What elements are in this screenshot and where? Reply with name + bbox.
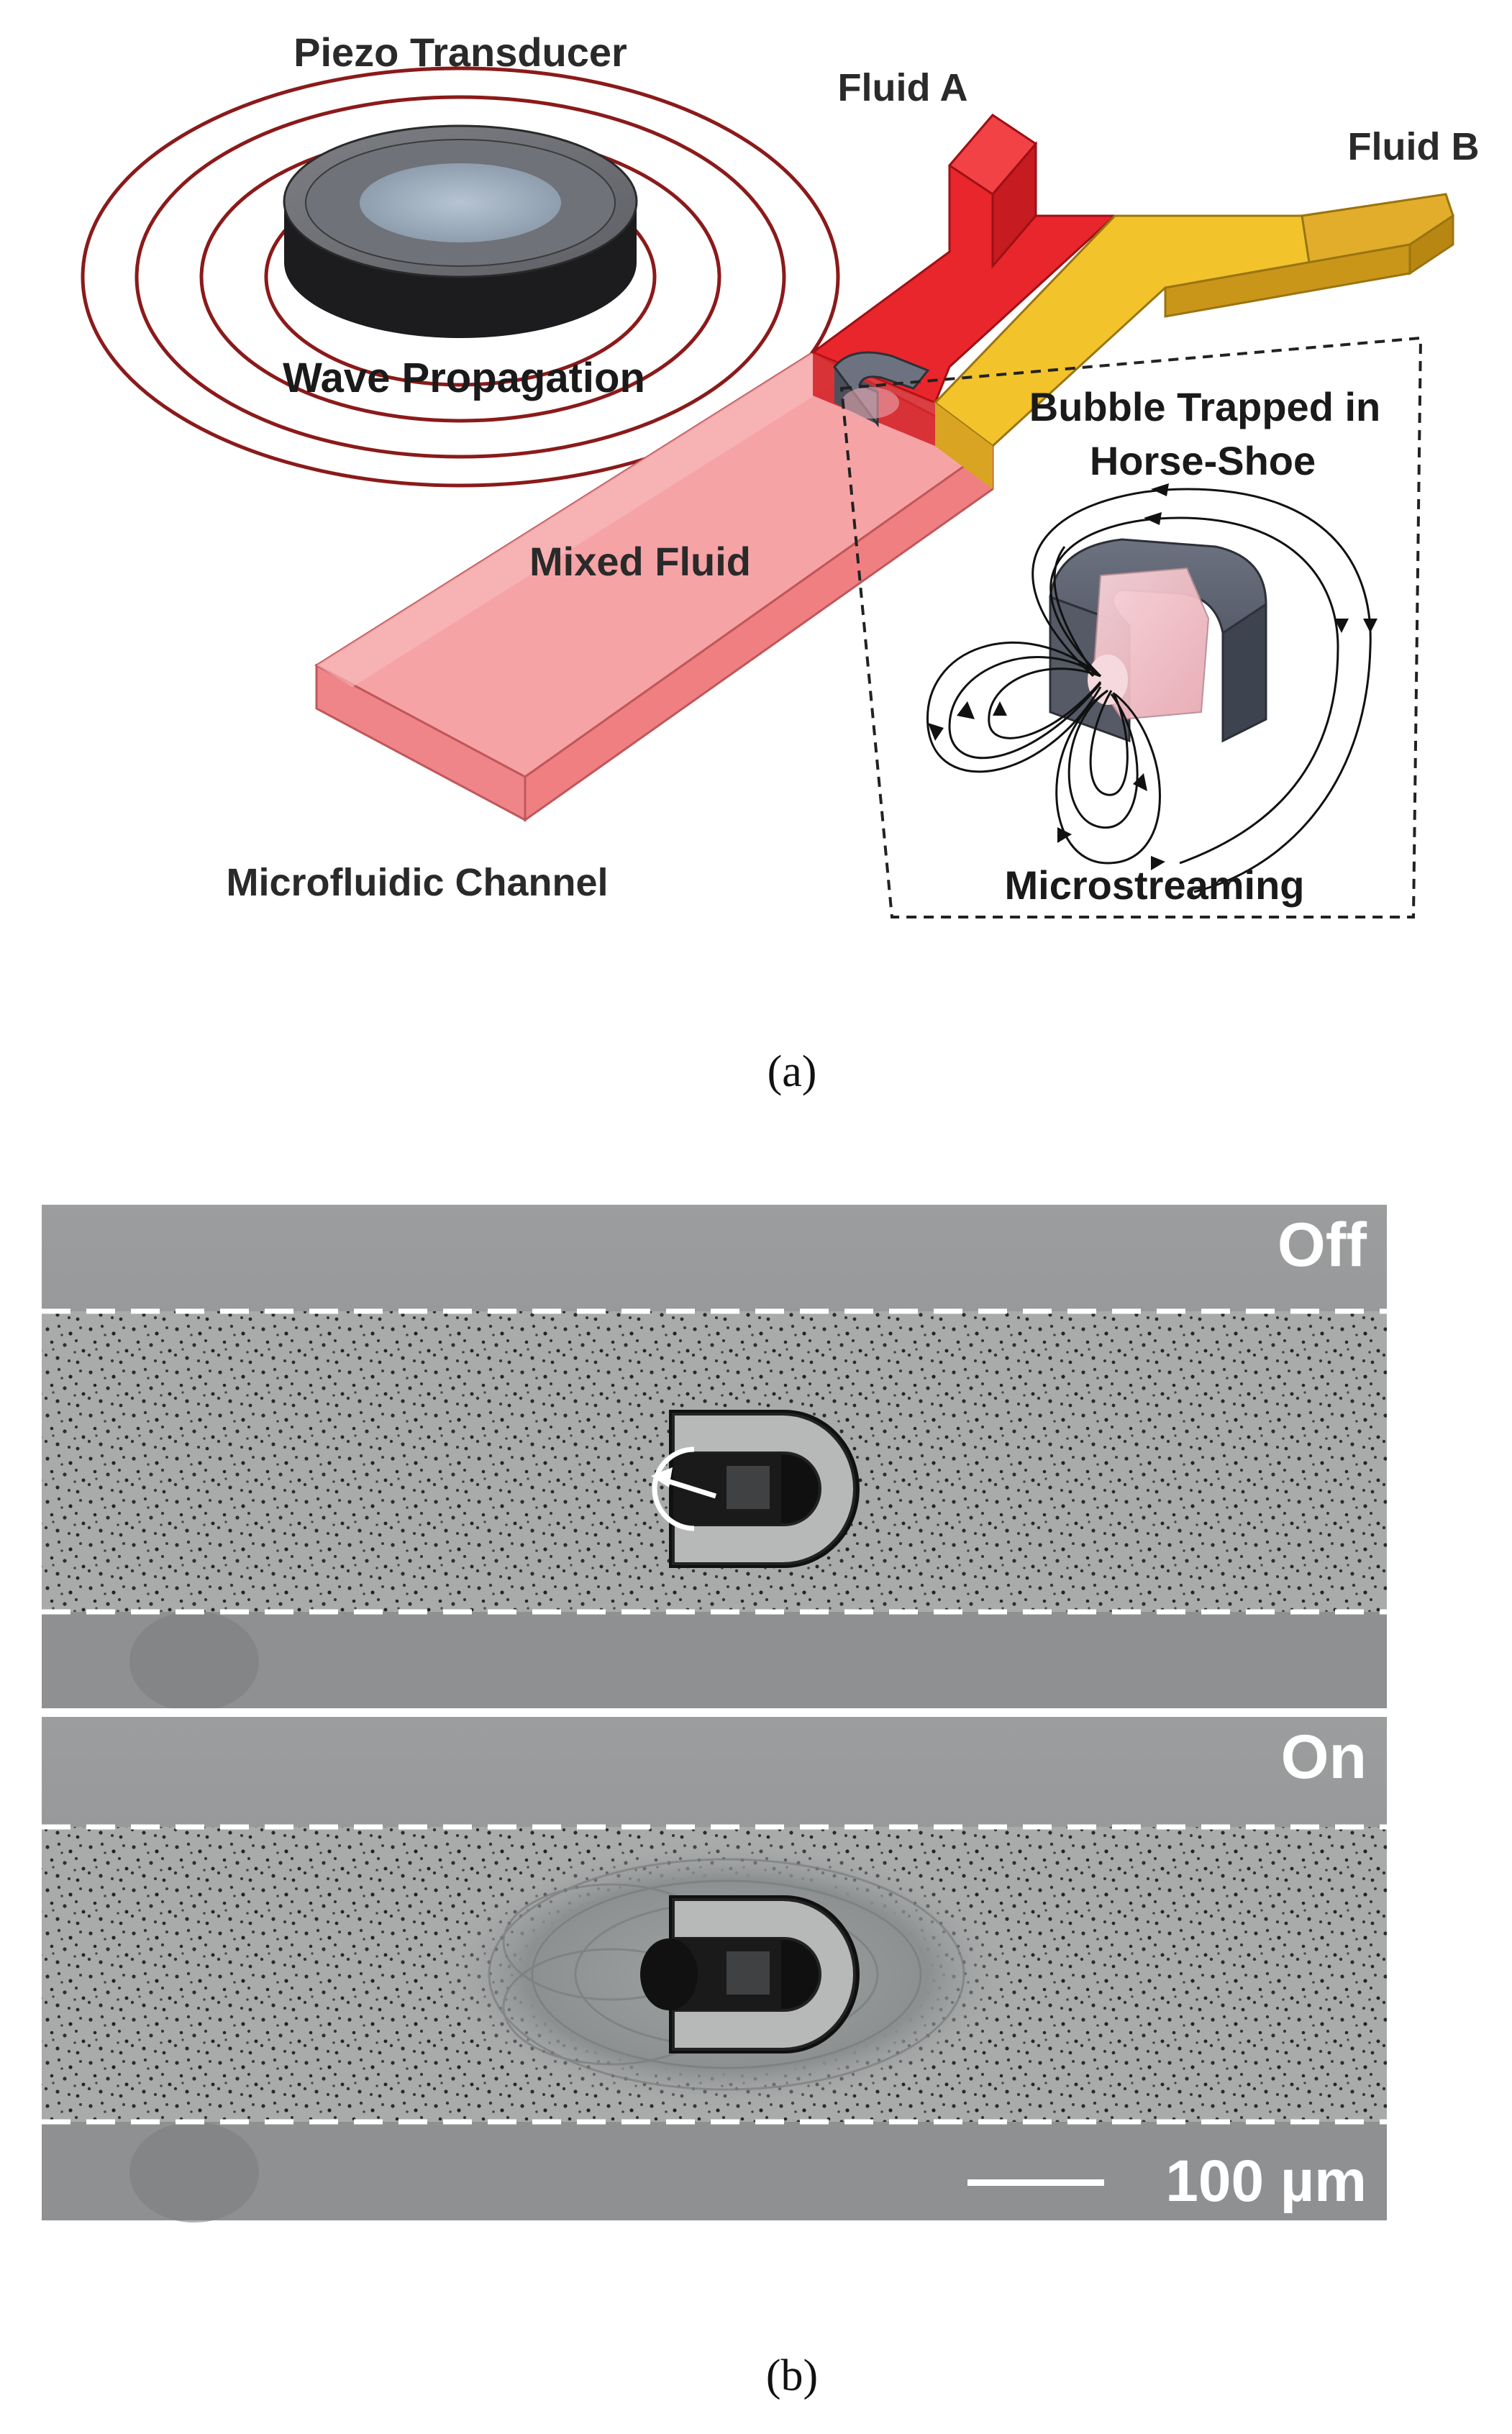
- horseshoe-in-channel: [833, 351, 930, 428]
- microfluidic-channel-label: Microfluidic Channel: [226, 861, 608, 904]
- caption-b: (b): [765, 2351, 819, 2400]
- streamline-arrows: [928, 483, 1377, 870]
- microstreaming-lines: [926, 488, 1372, 893]
- wave-propagation-label: Wave Propagation: [283, 355, 645, 401]
- piezo-transducer-label: Piezo Transducer: [293, 29, 627, 75]
- bubble-trapped-label: Bubble Trapped in: [1029, 384, 1380, 429]
- scale-bar-label: 100 µm: [1165, 2148, 1367, 2214]
- micrograph-on: On 100 µm: [42, 1717, 1387, 2223]
- off-label: Off: [1278, 1211, 1367, 1280]
- caption-a: (a): [767, 1047, 817, 1096]
- microstreaming-label: Microstreaming: [1005, 862, 1305, 908]
- horse-shoe-label: Horse-Shoe: [1090, 438, 1316, 483]
- piezo-transducer: [283, 124, 638, 338]
- inset-dashed-box: [839, 336, 1423, 919]
- micrograph-comparison: Off On 100 µm: [42, 1205, 1387, 2223]
- on-label: On: [1281, 1723, 1367, 1792]
- panel-b-micrographs: Off On 100 µm: [0, 1194, 1512, 2258]
- fluid-b-channel: [933, 193, 1454, 489]
- fluid-b-label: Fluid B: [1348, 125, 1480, 168]
- mixed-fluid-label: Mixed Fluid: [529, 539, 751, 584]
- panel-a-diagram: Piezo Transducer Wave Propagation Fluid …: [0, 0, 1512, 935]
- scale-bar: [967, 2179, 1104, 2186]
- mixed-fluid-channel: [314, 351, 995, 822]
- microfluidic-mixer-schematic: Piezo Transducer Wave Propagation Fluid …: [81, 29, 1480, 919]
- micrograph-off: Off: [42, 1205, 1387, 1712]
- fluid-a-label: Fluid A: [838, 66, 968, 109]
- horseshoe-inset: [1049, 538, 1267, 743]
